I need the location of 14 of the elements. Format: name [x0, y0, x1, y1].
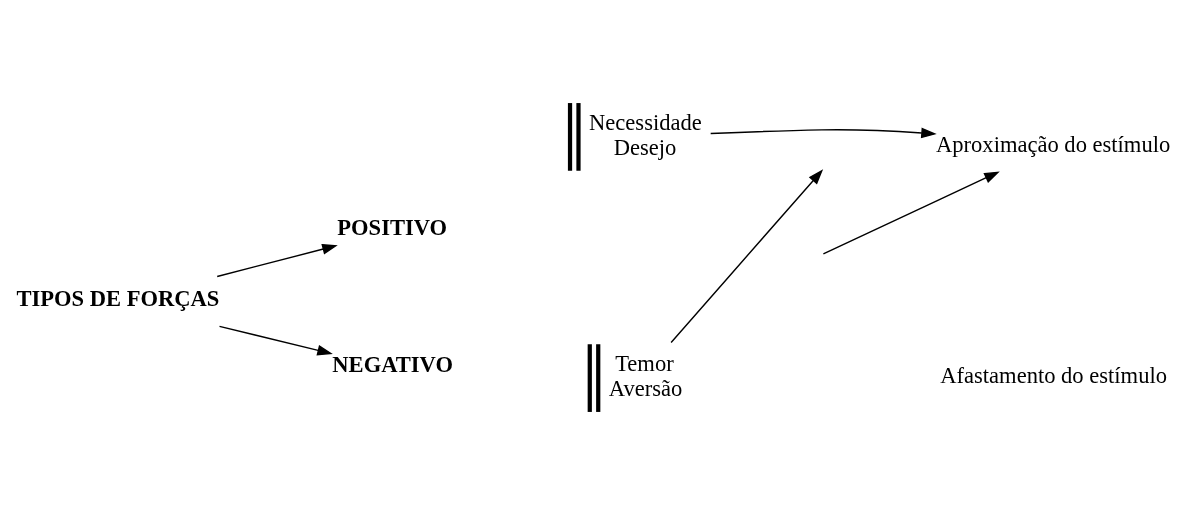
- node-text: NEGATIVO: [332, 352, 454, 378]
- node-label: Aversão: [608, 376, 683, 402]
- node-text: Afastamento do estímulo: [940, 363, 1167, 389]
- arrow: [218, 325, 333, 356]
- node-text: Aproximação do estímulo: [936, 132, 1171, 158]
- arrow: [709, 127, 937, 139]
- node-text: TIPOS DE FORÇAS: [16, 285, 220, 311]
- arrow: [822, 171, 1000, 255]
- node-label: Temor: [615, 350, 674, 376]
- node-label: Desejo: [613, 134, 677, 160]
- node-text: POSITIVO: [337, 215, 448, 241]
- node-label: Necessidade: [589, 109, 702, 135]
- arrow: [670, 169, 824, 344]
- arrow: [216, 243, 338, 278]
